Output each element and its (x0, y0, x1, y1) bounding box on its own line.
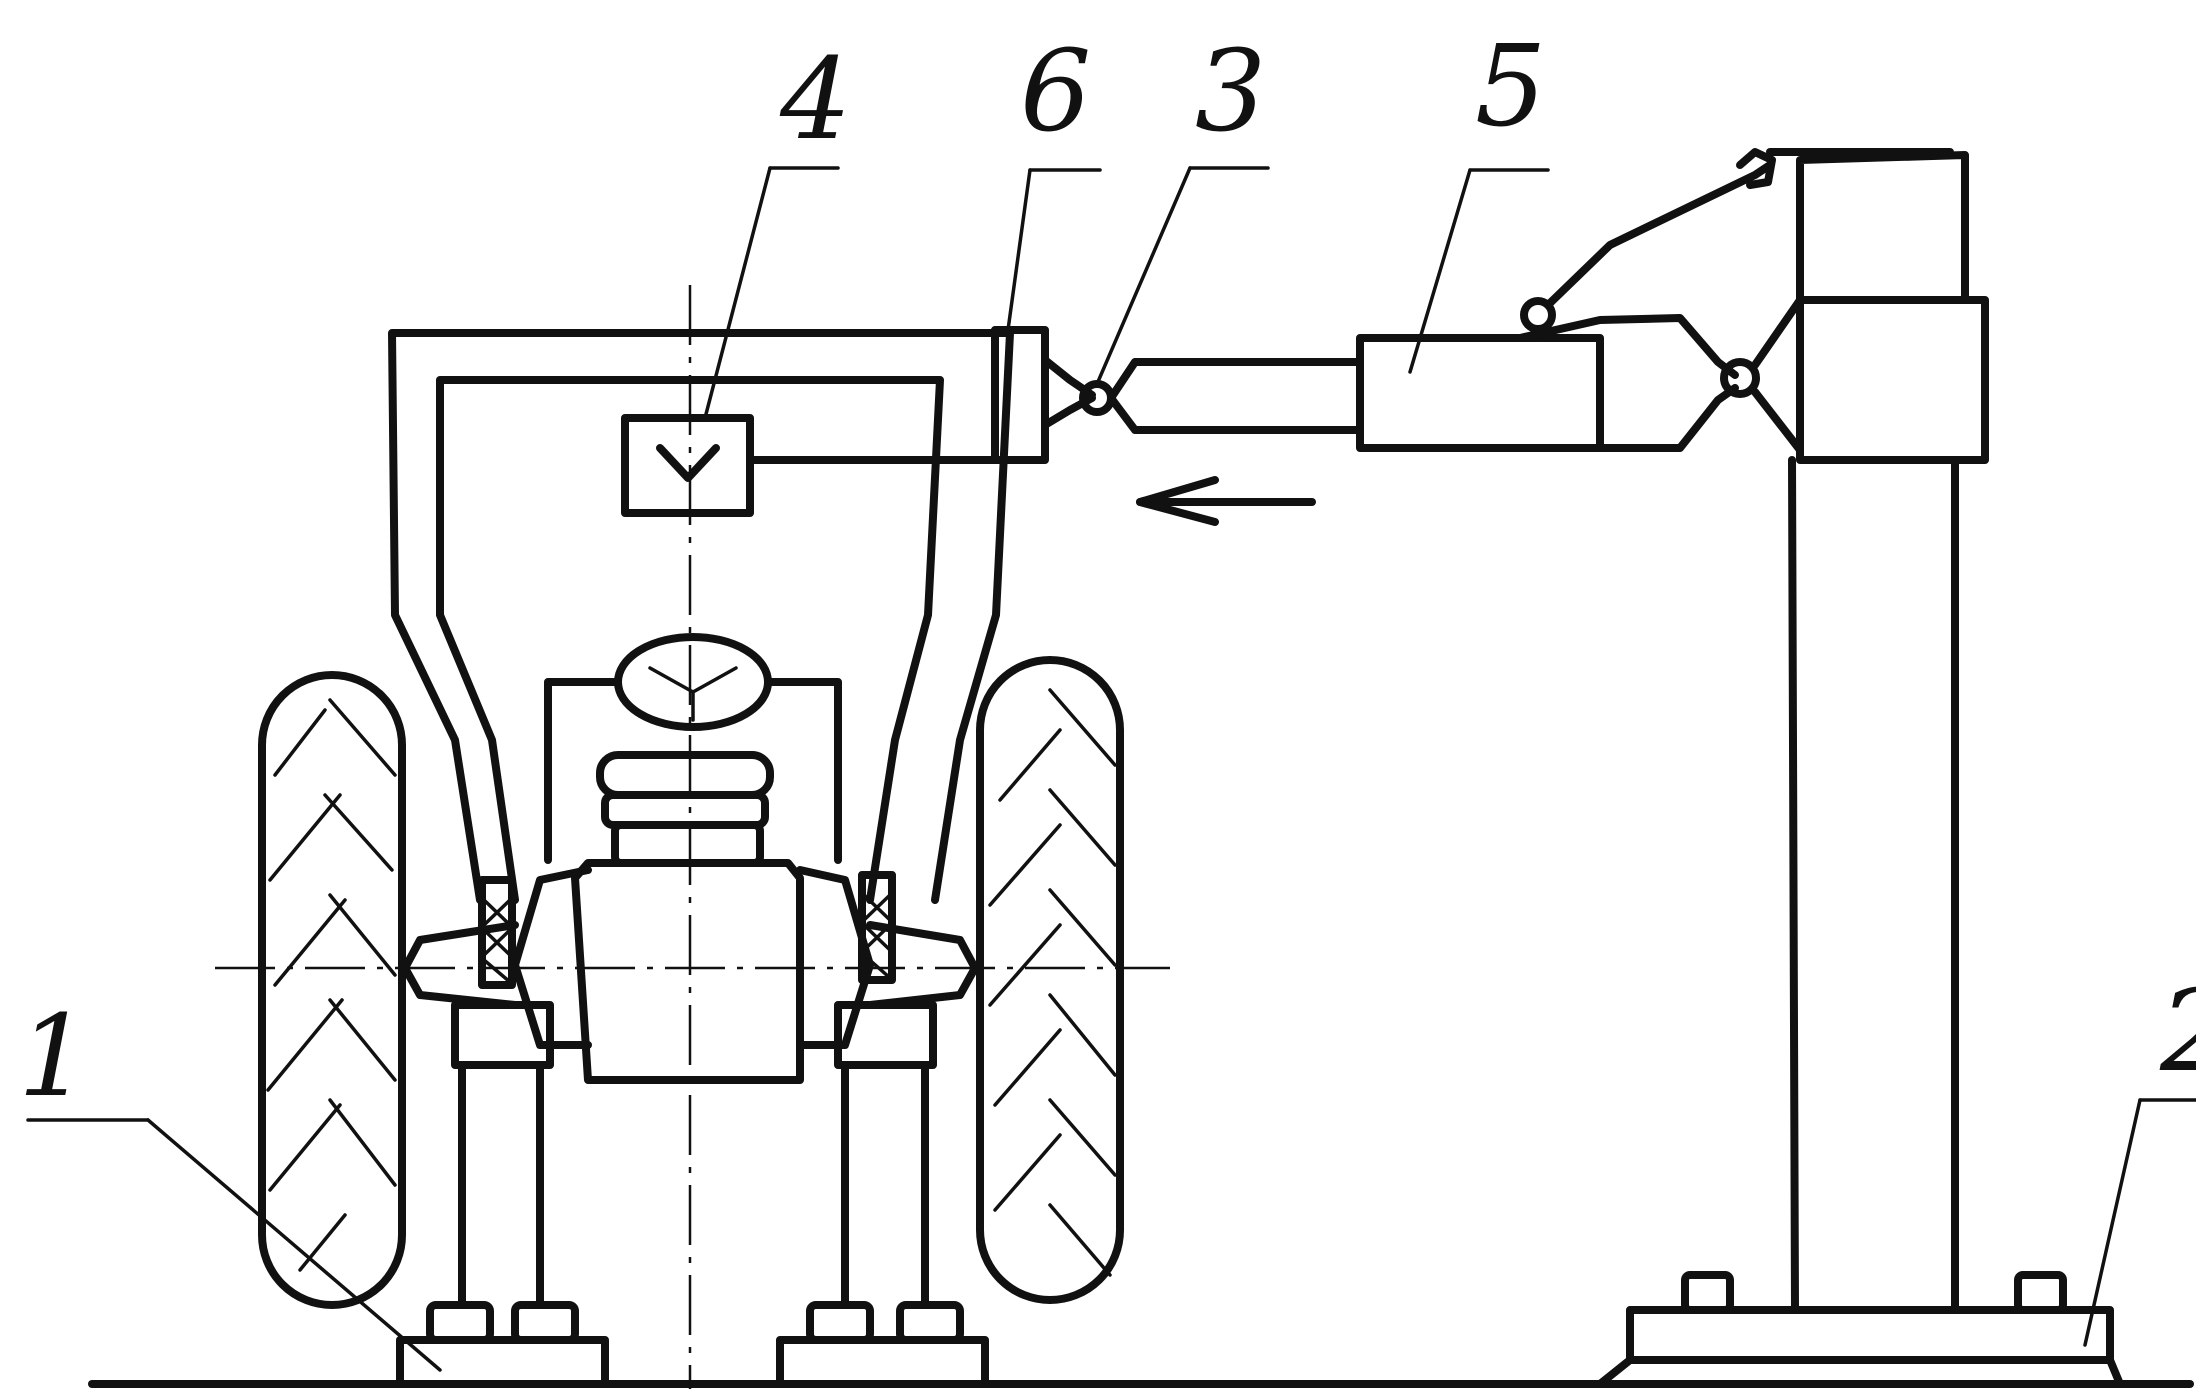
label-2: 2 (2159, 967, 2196, 1097)
column-head (1796, 151, 1989, 464)
right-hub-gasket (858, 871, 896, 984)
frame-inner (436, 376, 944, 904)
label-1: 1 (18, 992, 89, 1122)
column-hinge (1720, 358, 1760, 398)
right-support-stand (776, 1001, 989, 1388)
pull-rod (1107, 358, 1364, 434)
tractor (215, 285, 1170, 1389)
leader-lines (26, 166, 2196, 1372)
dashboard (544, 678, 842, 864)
left-wheel (258, 671, 406, 1309)
label-5: 5 (1475, 22, 1546, 152)
frame-outer (388, 329, 1014, 904)
dynamometer-6 (991, 326, 1049, 464)
instrument-box (621, 414, 1004, 517)
engine-block (511, 751, 874, 1084)
left-arrow-icon (1136, 476, 1316, 526)
label-6: 6 (1020, 27, 1091, 157)
support-column-2 (1596, 456, 2124, 1388)
label-3: 3 (1195, 27, 1266, 157)
label-4: 4 (779, 35, 851, 165)
cylinder-brace (1544, 161, 1774, 309)
left-hub-gasket (478, 876, 516, 989)
hydraulic-cylinder-5 (1356, 334, 1604, 452)
cylinder-linkage (1516, 314, 1739, 452)
right-axle-housing (866, 921, 979, 1009)
cylinder-pin (1520, 297, 1556, 333)
left-support-stand (396, 1001, 609, 1388)
chevron-down-icon (656, 444, 720, 482)
left-axle-housing (401, 921, 519, 1009)
right-wheel (976, 656, 1124, 1304)
